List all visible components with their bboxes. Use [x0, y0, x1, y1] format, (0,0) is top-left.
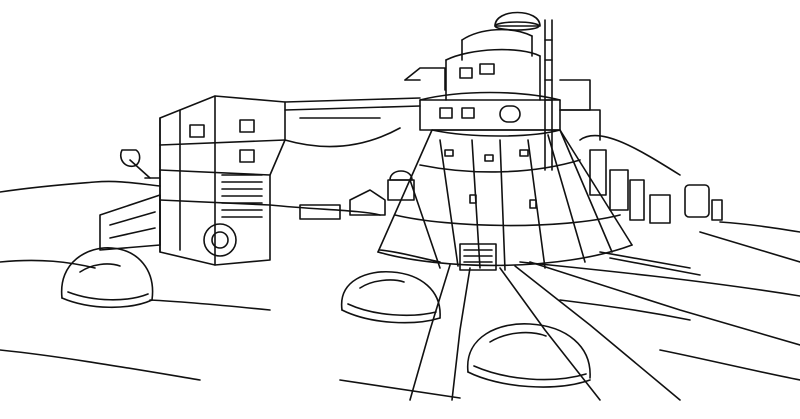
- satellite-dish: [121, 150, 160, 178]
- tower-top-dome: [495, 13, 540, 27]
- connecting-bridge: [270, 98, 420, 215]
- left-hatch: [204, 224, 236, 256]
- main-tower: [378, 130, 632, 270]
- ground-terrain: [0, 181, 800, 398]
- left-fortress: [100, 96, 285, 265]
- dome-left: [62, 248, 153, 307]
- distant-city: [580, 135, 722, 223]
- tower-gate: [460, 244, 496, 270]
- tower-upper-tiers: [405, 13, 600, 171]
- tower-porthole: [500, 106, 520, 122]
- dome-right: [468, 324, 590, 387]
- dome-center: [342, 272, 440, 323]
- mid-structures: [300, 171, 414, 219]
- ground-tracks: [410, 262, 800, 400]
